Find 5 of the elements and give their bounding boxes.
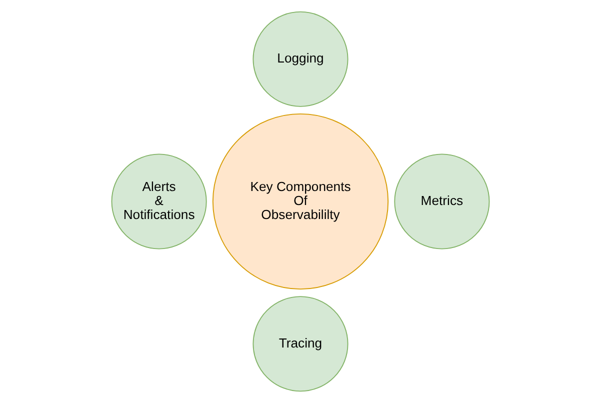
node-circle: Metrics: [394, 154, 490, 250]
node-circle: Tracing: [252, 296, 348, 392]
node-circle: Logging: [252, 11, 348, 107]
node-circle: Alerts & Notifications: [111, 154, 207, 250]
node-circle: Key Components Of Observabililty: [212, 113, 389, 290]
